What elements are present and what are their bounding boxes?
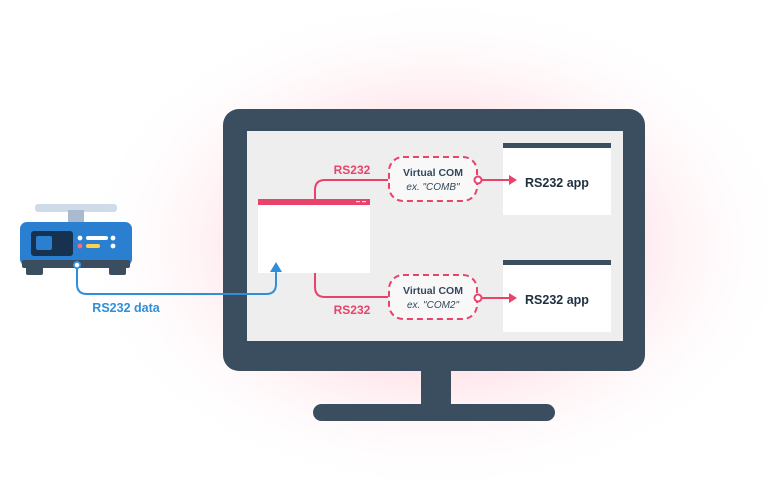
- virtual-com-bottom-example: ex. "COM2": [407, 300, 460, 311]
- arrow-bottom: [473, 293, 517, 303]
- rs232-data-label: RS232 data: [92, 301, 160, 315]
- rs232-label-top: RS232: [334, 163, 371, 177]
- virtual-com-bottom-title: Virtual COM: [403, 285, 463, 297]
- monitor-stand-base: [313, 404, 555, 421]
- virtual-com-top-title: Virtual COM: [403, 167, 463, 179]
- app-window-bottom-titlebar: [503, 260, 611, 265]
- monitor-stand-neck: [421, 366, 451, 410]
- rs232-label-bottom: RS232: [334, 303, 371, 317]
- connector-bottom: [314, 273, 388, 298]
- app-window-top-titlebar: [503, 143, 611, 148]
- virtual-com-bottom: Virtual COM ex. "COM2": [388, 274, 478, 320]
- app-label-top: RS232 app: [525, 176, 589, 190]
- connector-top: [314, 179, 388, 199]
- arrow-top: [473, 175, 517, 185]
- virtual-com-top: Virtual COM ex. "COMB": [388, 156, 478, 202]
- data-line-arrowhead: [270, 262, 282, 272]
- virtual-com-top-example: ex. "COMB": [406, 182, 460, 193]
- app-window-top: RS232 app: [503, 143, 611, 215]
- data-line: [76, 266, 277, 295]
- app-label-bottom: RS232 app: [525, 293, 589, 307]
- source-window: [258, 199, 370, 273]
- app-window-bottom: RS232 app: [503, 260, 611, 332]
- source-window-titlebar: [258, 199, 370, 205]
